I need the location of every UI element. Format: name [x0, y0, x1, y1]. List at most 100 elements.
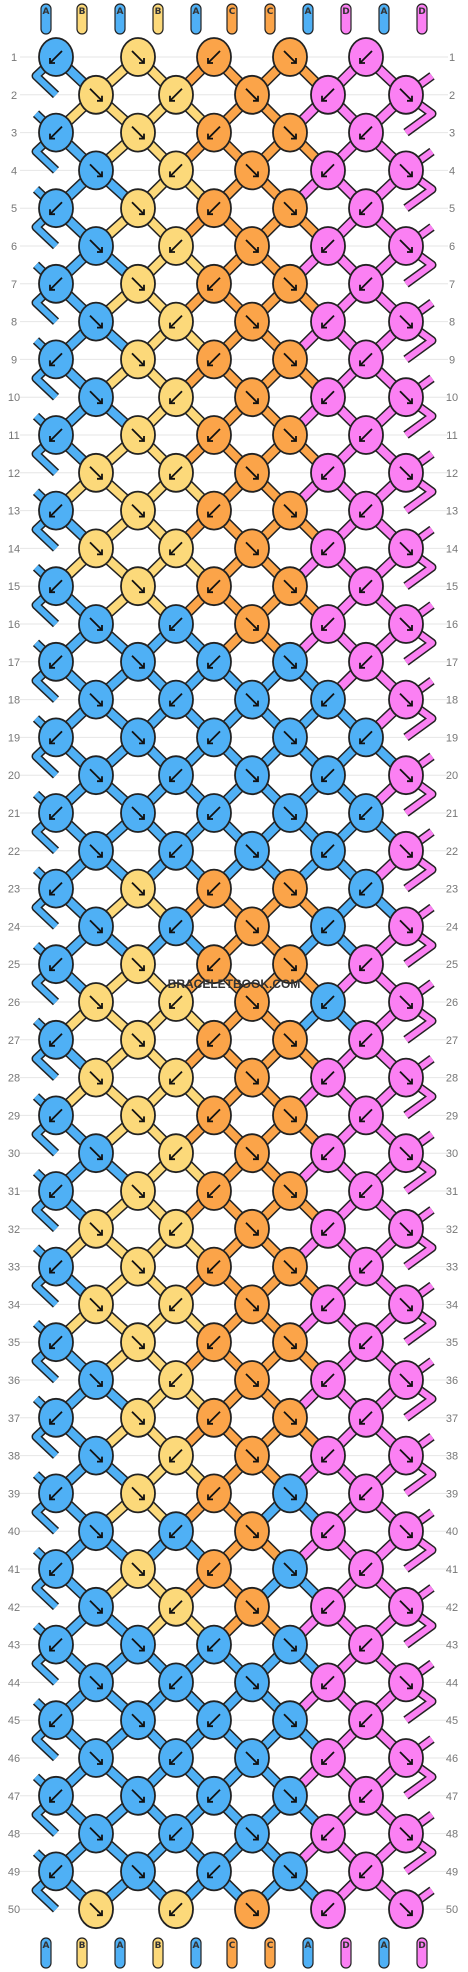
knot-arrowhead-icon: [169, 473, 175, 480]
knot: [388, 226, 424, 266]
knot-arrow-icon: [399, 314, 413, 329]
knot-arrowhead-icon: [207, 1721, 213, 1728]
knot-arrowhead-icon: [97, 700, 103, 707]
knot: [348, 868, 384, 909]
knot: [196, 1624, 232, 1665]
knot-arrowhead-icon: [321, 1305, 327, 1312]
knot-arrowhead-icon: [253, 1003, 259, 1009]
knot: [158, 1813, 194, 1854]
knot-arrow-icon: [399, 1826, 413, 1841]
knot-arrowhead-icon: [321, 247, 327, 253]
knot-arrow-icon: [245, 1373, 259, 1387]
knot-arrowhead-icon: [97, 1003, 103, 1009]
knot-arrow-icon: [169, 995, 183, 1009]
knot: [38, 868, 74, 909]
top-strand-tip: [226, 3, 238, 35]
knot-arrow-icon: [89, 1675, 103, 1690]
row-number-right: 38: [446, 1451, 458, 1463]
knot-arrowhead-icon: [169, 1834, 175, 1841]
knot-arrowhead-icon: [407, 1305, 413, 1312]
knot-arrow-icon: [207, 1335, 221, 1349]
knot: [120, 1851, 156, 1892]
knot-grid: [38, 37, 424, 1930]
knot-arrowhead-icon: [139, 1494, 145, 1501]
row-number-right: 30: [446, 1148, 458, 1160]
knot-arrow-icon: [283, 1789, 297, 1803]
knot: [310, 1360, 346, 1400]
knot: [272, 188, 308, 229]
knot-arrowhead-icon: [253, 1229, 259, 1236]
row-number-left: 2: [11, 90, 17, 102]
row-number-right: 41: [446, 1564, 458, 1576]
knot-arrowhead-icon: [49, 1721, 55, 1728]
knot-arrowhead-icon: [321, 700, 327, 707]
knot: [120, 868, 156, 909]
knot-arrow-icon: [245, 1222, 259, 1236]
knot: [348, 1775, 384, 1816]
knot-arrowhead-icon: [207, 1192, 213, 1198]
knot-arrow-icon: [399, 239, 413, 253]
knot-arrow-icon: [283, 1637, 297, 1652]
knot: [310, 377, 346, 418]
strand-letter-label: C: [267, 7, 274, 17]
bottom-strand-tip: [340, 1937, 352, 1969]
strand-letter-label: B: [155, 7, 162, 17]
knot-arrowhead-icon: [207, 1570, 213, 1576]
knot: [388, 604, 424, 644]
knot-arrow-icon: [207, 50, 221, 64]
knot: [78, 755, 114, 796]
knot-arrow-icon: [245, 692, 259, 707]
knot-arrow-icon: [89, 692, 103, 707]
row-number-right: 20: [446, 770, 458, 782]
knot: [310, 830, 346, 871]
row-number-left: 19: [8, 732, 20, 744]
knot: [120, 1397, 156, 1438]
knot-arrow-icon: [399, 995, 413, 1009]
knot-arrow-icon: [169, 919, 183, 934]
knot-arrowhead-icon: [49, 1645, 55, 1652]
knot-arrowhead-icon: [407, 700, 413, 707]
knot: [38, 641, 74, 682]
knot-arrow-icon: [359, 806, 373, 820]
knot-arrowhead-icon: [359, 1040, 365, 1047]
knot-arrow-icon: [169, 1297, 183, 1312]
knot-arrow-icon: [359, 352, 373, 367]
row-number-left: 21: [8, 808, 20, 820]
knot: [388, 528, 424, 569]
knot-arrowhead-icon: [359, 738, 365, 745]
knot-arrow-icon: [169, 1826, 183, 1841]
knot: [272, 1700, 308, 1741]
knot-arrowhead-icon: [321, 625, 327, 631]
strand-letter-label: D: [418, 1941, 425, 1951]
knot-arrowhead-icon: [49, 1343, 55, 1350]
knot-arrowhead-icon: [407, 776, 413, 783]
knot-arrow-icon: [89, 1070, 103, 1085]
knot-arrow-icon: [283, 1864, 297, 1879]
knot-arrow-icon: [283, 428, 297, 442]
knot-arrowhead-icon: [321, 1229, 327, 1236]
knot-arrowhead-icon: [359, 814, 365, 820]
knot: [78, 1889, 114, 1930]
knot-arrow-icon: [321, 163, 335, 178]
knot-arrow-icon: [207, 1184, 221, 1198]
row-number-right: 42: [446, 1602, 458, 1614]
knot: [120, 717, 156, 758]
knot: [272, 1549, 308, 1589]
knot-arrowhead-icon: [139, 1645, 145, 1652]
row-number-right: 5: [449, 203, 455, 215]
knot: [234, 1435, 270, 1476]
knot-arrowhead-icon: [407, 1607, 413, 1614]
knot-arrow-icon: [321, 995, 335, 1009]
knot-arrow-icon: [245, 390, 259, 404]
knot: [272, 37, 308, 77]
knot-arrowhead-icon: [321, 1078, 327, 1085]
knot: [120, 37, 156, 77]
knot-arrowhead-icon: [49, 1796, 55, 1803]
knot-arrow-icon: [245, 995, 259, 1009]
knot: [38, 1322, 74, 1363]
knot-arrowhead-icon: [207, 436, 213, 442]
row-number-left: 5: [11, 203, 17, 215]
knot-arrow-icon: [49, 806, 63, 820]
knot: [196, 112, 232, 153]
knot-arrowhead-icon: [253, 625, 259, 631]
